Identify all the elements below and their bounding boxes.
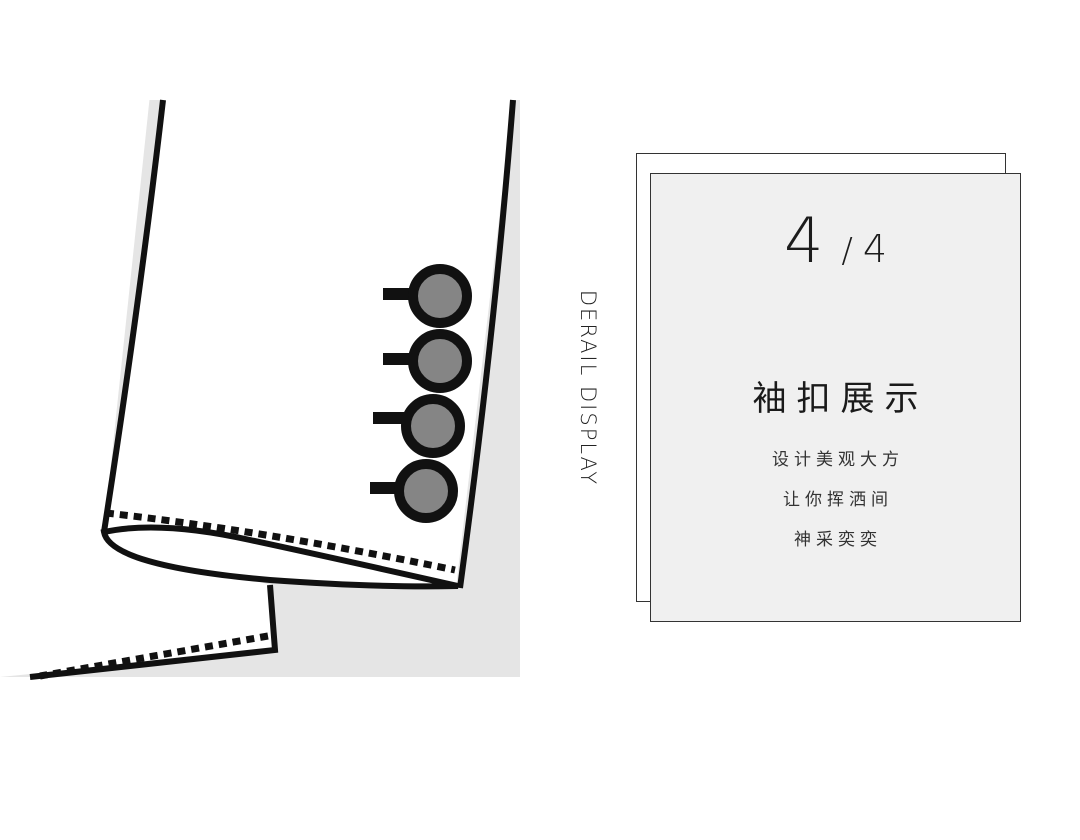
- page-separator: /: [841, 231, 853, 271]
- cuff-button: [373, 394, 465, 458]
- total-pages-number: 4: [862, 227, 888, 271]
- card-title: 袖扣展示: [752, 379, 929, 419]
- cuff-button: [370, 459, 458, 523]
- cuff-buttons: [370, 264, 472, 523]
- hem-stitching: [39, 632, 269, 680]
- description-line: 让你挥洒间: [783, 490, 893, 510]
- info-card: 4/4 袖扣展示 设计美观大方 让你挥洒间 神采奕奕: [650, 173, 1021, 622]
- sleeve-right-edge: [457, 99, 516, 589]
- cuff-lining: [100, 524, 459, 590]
- description-line: 设计美观大方: [772, 450, 904, 470]
- background-white-area: [0, 0, 275, 677]
- card-description: 设计美观大方 让你挥洒间 神采奕奕: [651, 440, 1020, 560]
- description-line: 神采奕奕: [794, 530, 882, 550]
- cuff-button: [383, 264, 472, 328]
- current-page-number: 4: [783, 204, 824, 277]
- sleeve-left-edge: [101, 99, 166, 533]
- page-counter: 4/4: [651, 204, 1020, 277]
- side-label: DERAIL DISPLAY: [576, 289, 600, 487]
- jacket-hem: [29, 584, 279, 680]
- cuff-button: [383, 329, 472, 393]
